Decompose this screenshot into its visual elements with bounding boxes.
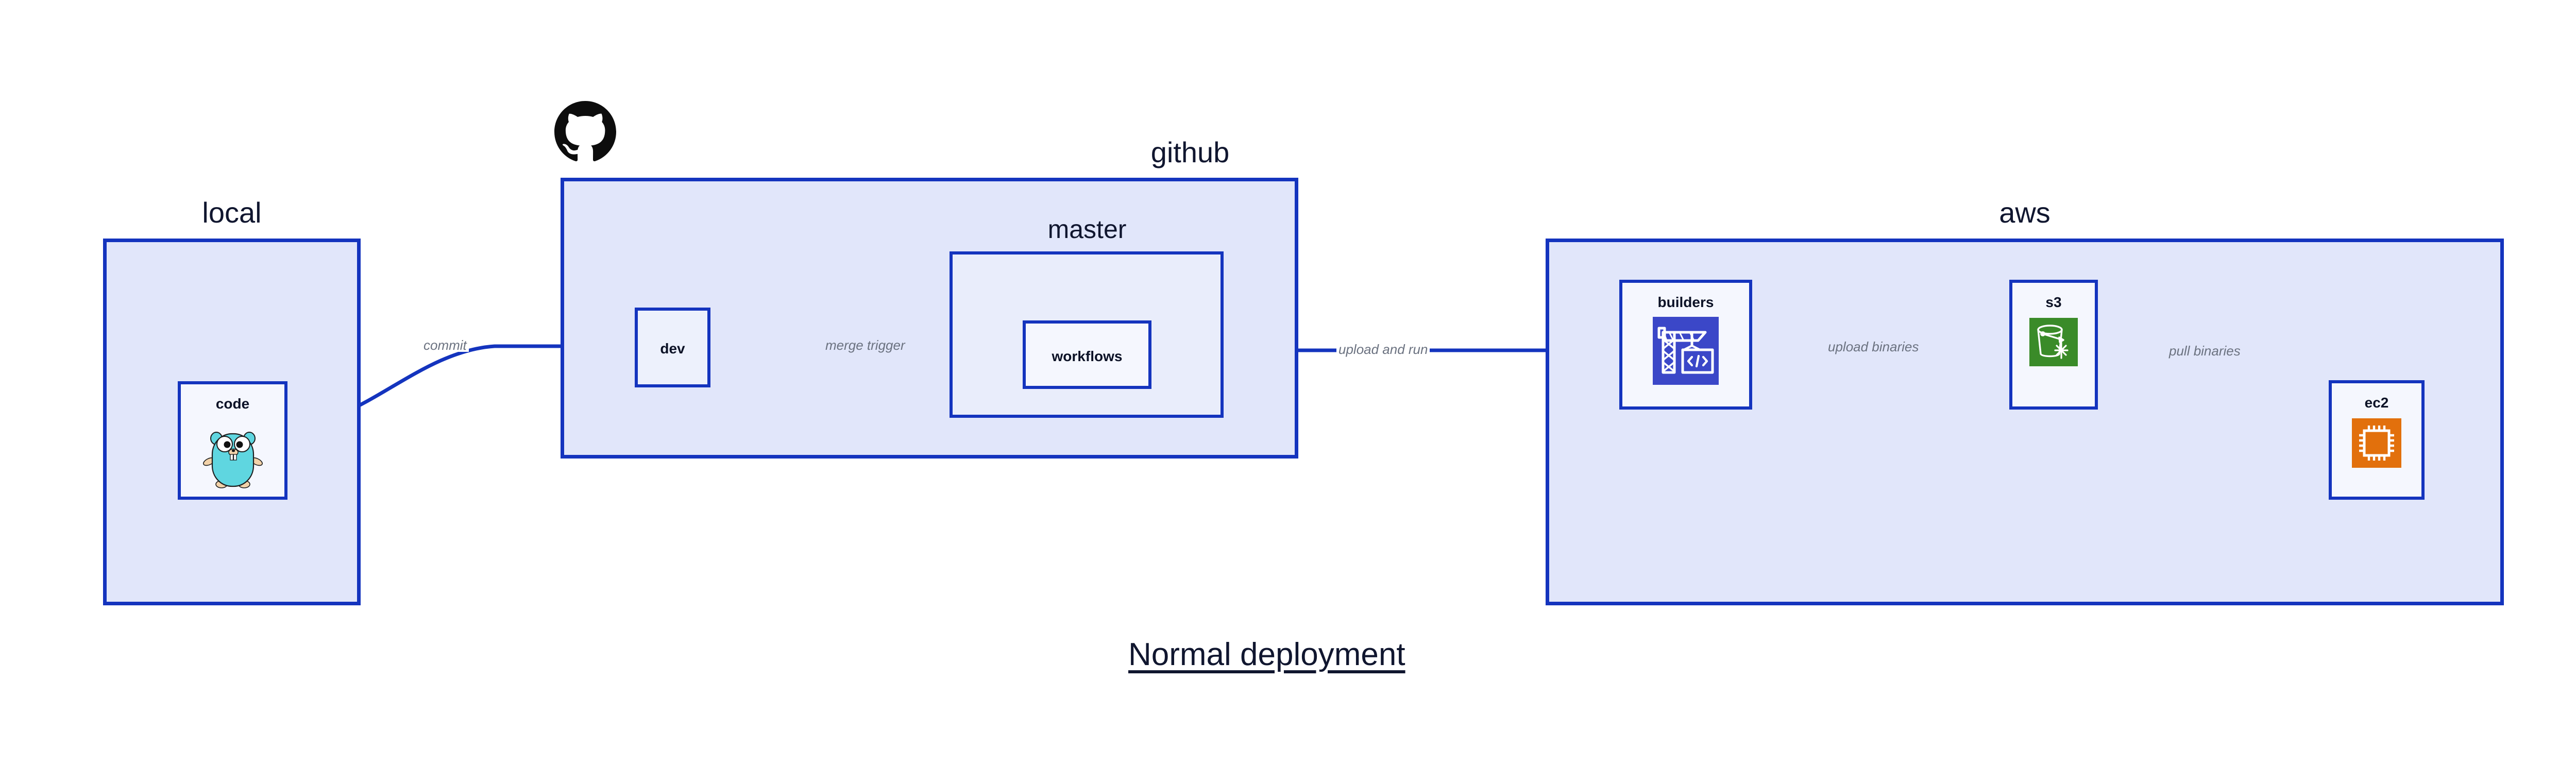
node-s3[interactable]: s3 <box>2009 280 2098 410</box>
s3-bucket-icon <box>2029 318 2078 366</box>
github-octocat-icon <box>554 101 616 163</box>
edge-label-upload-binaries: upload binaries <box>1826 340 1921 353</box>
node-workflows[interactable]: workflows <box>1023 320 1151 389</box>
node-dev[interactable]: dev <box>635 308 710 387</box>
cpu-chip-icon <box>2352 418 2401 468</box>
node-label-ec2: ec2 <box>2364 395 2389 411</box>
group-local <box>103 239 361 605</box>
node-ec2[interactable]: ec2 <box>2329 380 2425 500</box>
group-label-github: github <box>1150 136 1230 168</box>
node-label-s3: s3 <box>2045 294 2062 310</box>
edge-label-merge-trigger: merge trigger <box>823 338 907 352</box>
group-label-master: master <box>1047 215 1127 244</box>
node-label-builders: builders <box>1657 294 1714 310</box>
group-label-local: local <box>202 196 262 229</box>
node-label-workflows: workflows <box>1052 348 1123 364</box>
edge-label-upload-and-run: upload and run <box>1336 343 1430 356</box>
node-builders[interactable]: builders <box>1619 280 1752 410</box>
page-title: Normal deployment <box>1128 637 1405 672</box>
edge-label-commit: commit <box>421 338 469 352</box>
node-label-dev: dev <box>660 341 685 356</box>
node-code[interactable]: code <box>178 381 287 500</box>
group-label-aws: aws <box>1999 196 2050 229</box>
node-label-code: code <box>215 396 250 412</box>
crane-code-icon <box>1653 317 1719 385</box>
go-gopher-icon <box>202 425 264 490</box>
edge-label-pull-binaries: pull binaries <box>2167 344 2243 358</box>
